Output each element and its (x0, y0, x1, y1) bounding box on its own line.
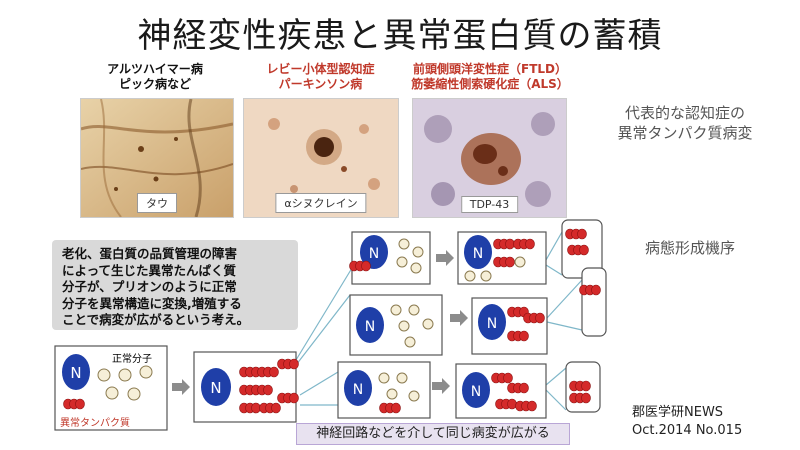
nucleus-label-6: N (487, 316, 497, 332)
arrow-1 (172, 379, 190, 395)
arrow-row3 (432, 378, 450, 394)
source-line1: 郡医学研NEWS (632, 405, 724, 420)
connector-lines (295, 231, 583, 411)
photo-caption-1: アルツハイマー病 ピック病など (80, 62, 230, 92)
photo-caption-3: 前頭側頭洋変性症（FTLD） 筋萎縮性側索硬化症（ALS） (402, 62, 578, 92)
explanation-box: 老化、蛋白質の品質管理の障害 によって生じた異常たんぱく質 分子が、プリオンのよ… (52, 240, 298, 330)
nucleus-label-2: N (210, 379, 221, 397)
nucleus-label-1: N (70, 364, 81, 382)
arrow-row2 (450, 310, 468, 326)
tdp43-histology-image: TDP-43 (412, 98, 567, 218)
nucleus-label-8: N (471, 384, 481, 400)
normal-molecule-label: 正常分子 (112, 352, 152, 365)
side-note-pathogenesis: 病態形成機序 (644, 239, 735, 257)
nucleus-label-5: N (365, 319, 375, 335)
explanation-line5: ことで病変が広がるという考え。 (62, 312, 250, 327)
alpha-synuclein-histology-drawing (244, 99, 398, 217)
photo-caption-2: レビー小体型認知症 パーキンソン病 (243, 62, 398, 92)
tau-histology-image: タウ (80, 98, 234, 218)
page-title: 神経変性疾患と異常蛋白質の蓄積 (137, 16, 663, 56)
nucleus-label-7: N (353, 382, 363, 398)
explanation-line3: 分子が、プリオンのように正常 (62, 279, 237, 294)
photo-caption-2-line1: レビー小体型認知症 (266, 62, 375, 76)
photo-caption-3-line1: 前頭側頭洋変性症（FTLD） (413, 62, 567, 76)
cell-initial: N 正常分子 異常タンパク質 (54, 345, 168, 431)
nucleus-label-4: N (473, 246, 483, 262)
source-credit: 郡医学研NEWS Oct.2014 No.015 (632, 404, 742, 440)
abnormal-protein-label: 異常タンパク質 (60, 416, 130, 429)
explanation-line4: 分子を異常構造に変換,増殖する (62, 295, 242, 311)
cell-row2-b: N (471, 297, 548, 355)
cell-row3-a: N (337, 361, 431, 419)
photo-caption-3-line2: 筋萎縮性側索硬化症（ALS） (411, 77, 569, 91)
nucleus-label-3: N (369, 246, 379, 262)
alpha-synuclein-histology-image: αシヌクレイン (243, 98, 399, 218)
cell-row3-c (565, 361, 601, 413)
side-note-abnormal-protein: 代表的な認知症の 異常タンパク質病変 (585, 103, 785, 143)
photo-caption-1-line2: ピック病など (118, 77, 191, 91)
cell-row1-a: N (349, 231, 431, 285)
tau-label: タウ (137, 193, 177, 213)
photo-caption-1-line1: アルツハイマー病 (107, 62, 203, 76)
cell-converted: N (193, 351, 299, 423)
propagation-caption: 神経回路などを介して同じ病変が広がる (296, 423, 570, 445)
explanation-line2: によって生じた異常たんぱく質 (62, 262, 237, 278)
arrow-row1 (436, 250, 454, 266)
photo-caption-2-line2: パーキンソン病 (278, 77, 363, 91)
cell-row3-b: N (455, 363, 547, 419)
side-note-line2: 異常タンパク質病変 (617, 124, 753, 142)
side-note-line1: 代表的な認知症の (624, 104, 745, 122)
source-line2: Oct.2014 No.015 (632, 423, 743, 438)
cell-row1-b: N (457, 231, 547, 285)
cell-row2-c (579, 267, 607, 337)
alpha-synuclein-label: αシヌクレイン (275, 193, 367, 213)
cell-row2-a: N (349, 294, 443, 356)
tdp43-label: TDP-43 (460, 196, 519, 213)
explanation-line1: 老化、蛋白質の品質管理の障害 (62, 246, 238, 261)
